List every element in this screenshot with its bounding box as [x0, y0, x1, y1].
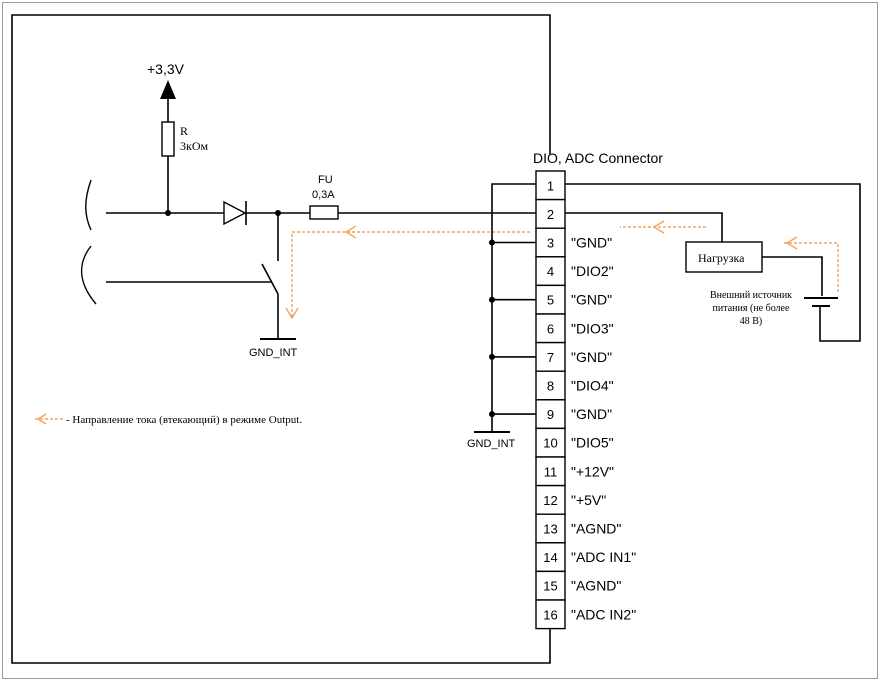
- connector-pin-cell: [535, 427, 566, 458]
- connector-pin-signal: "GND": [571, 235, 612, 251]
- diode-symbol: [223, 200, 247, 226]
- external-supply-label-3: 48 В): [740, 316, 763, 327]
- connector-pin-number: 15: [543, 579, 557, 594]
- ground-bus: [491, 183, 536, 432]
- wire-load-supply: [762, 256, 823, 296]
- ground-label-bus: GND_INT: [467, 438, 516, 450]
- connector-pin-signal: "GND": [571, 292, 612, 308]
- connector-pin-signal: "AGND": [571, 521, 621, 537]
- connector-pins: 123"GND"4"DIO2"5"GND"6"DIO3"7"GND"8"DIO4…: [489, 170, 636, 630]
- connector-title: DIO, ADC Connector: [533, 150, 663, 166]
- connector-pin-signal: "DIO5": [571, 435, 614, 451]
- connector-pin-signal: "AGND": [571, 578, 621, 594]
- connector-pin-signal: "DIO2": [571, 263, 614, 279]
- connector-pin-cell: [535, 170, 566, 201]
- current-arrowhead: [652, 220, 665, 234]
- resistor-symbol: [161, 121, 175, 157]
- connector-pin-number: 11: [544, 464, 558, 479]
- break-curve-left: [85, 179, 92, 231]
- fuse-name-label: FU: [318, 174, 333, 186]
- power-supply-arrow: [160, 80, 176, 122]
- connector-pin-signal: "+5V": [571, 492, 606, 508]
- current-direction-arrow: [291, 231, 530, 318]
- current-arrowhead: [285, 307, 299, 320]
- connector-pin-cell: [535, 370, 566, 401]
- resistor-name-label: R: [180, 124, 188, 138]
- connector-pin-cell: [535, 542, 566, 573]
- connector-pin-number: 10: [543, 436, 557, 451]
- switch-blade: [261, 263, 279, 295]
- connector-pin-number: 2: [547, 207, 554, 222]
- connector-pin-number: 9: [547, 407, 554, 422]
- connector-pin-number: 1: [547, 178, 554, 193]
- connector-pin-signal: "ADC IN1": [571, 549, 636, 565]
- junction-dot: [165, 210, 171, 216]
- connector-pin-number: 3: [547, 236, 554, 251]
- resistor-value-label: 3кОм: [180, 139, 208, 153]
- legend-text: - Направление тока (втекающий) в режиме …: [66, 414, 302, 426]
- connector-pin-number: 14: [543, 550, 557, 565]
- device-boundary: [11, 14, 551, 664]
- connector-pin-cell: [535, 570, 566, 601]
- connector-pin-number: 8: [547, 379, 554, 394]
- connector-pin-cell: [535, 256, 566, 287]
- connector-pin-signal: "GND": [571, 406, 612, 422]
- wire-pin1-supply: [565, 183, 861, 342]
- connector-pin-number: 16: [543, 607, 557, 622]
- connector-pin-cell: [535, 599, 566, 630]
- ground-label-left: GND_INT: [249, 347, 298, 359]
- connector-pin-number: 7: [547, 350, 554, 365]
- junction-dot: [489, 353, 495, 360]
- connector-pin-cell: [535, 484, 566, 515]
- connector-pin-signal: "+12V": [571, 463, 614, 479]
- junction-dot: [489, 411, 495, 418]
- junction-dot: [489, 296, 495, 303]
- break-curve-left-lower: [80, 245, 97, 305]
- legend-arrowhead: [36, 413, 47, 425]
- connector-pin-number: 6: [547, 321, 554, 336]
- external-supply-label-1: Внешний источник: [710, 290, 792, 301]
- fuse-rating-label: 0,3А: [312, 189, 335, 201]
- connector-pin-signal: "DIO3": [571, 320, 614, 336]
- junction-dot: [489, 239, 495, 246]
- connector-pin-signal: "GND": [571, 349, 612, 365]
- current-arrowhead: [785, 236, 798, 250]
- connector-pin-number: 5: [547, 293, 554, 308]
- connector-pin-cell: [535, 227, 566, 258]
- load-box: [685, 241, 763, 273]
- external-supply-label-2: питания (не более: [713, 303, 790, 314]
- connector-pin-cell: [535, 313, 566, 344]
- supply-voltage-label: +3,3V: [147, 61, 185, 77]
- connector-pin-number: 12: [543, 493, 557, 508]
- connector-pin-cell: [535, 513, 566, 544]
- connector-pin-number: 13: [543, 522, 557, 537]
- load-label: Нагрузка: [698, 251, 745, 265]
- connector-pin-signal: "ADC IN2": [571, 606, 636, 622]
- fuse-symbol: [309, 205, 339, 220]
- wire-pin2-load: [565, 212, 723, 242]
- connector-pin-number: 4: [547, 264, 554, 279]
- connector-pin-signal: "DIO4": [571, 378, 614, 394]
- current-arrowhead: [344, 225, 357, 239]
- current-direction-arrow: [782, 242, 839, 292]
